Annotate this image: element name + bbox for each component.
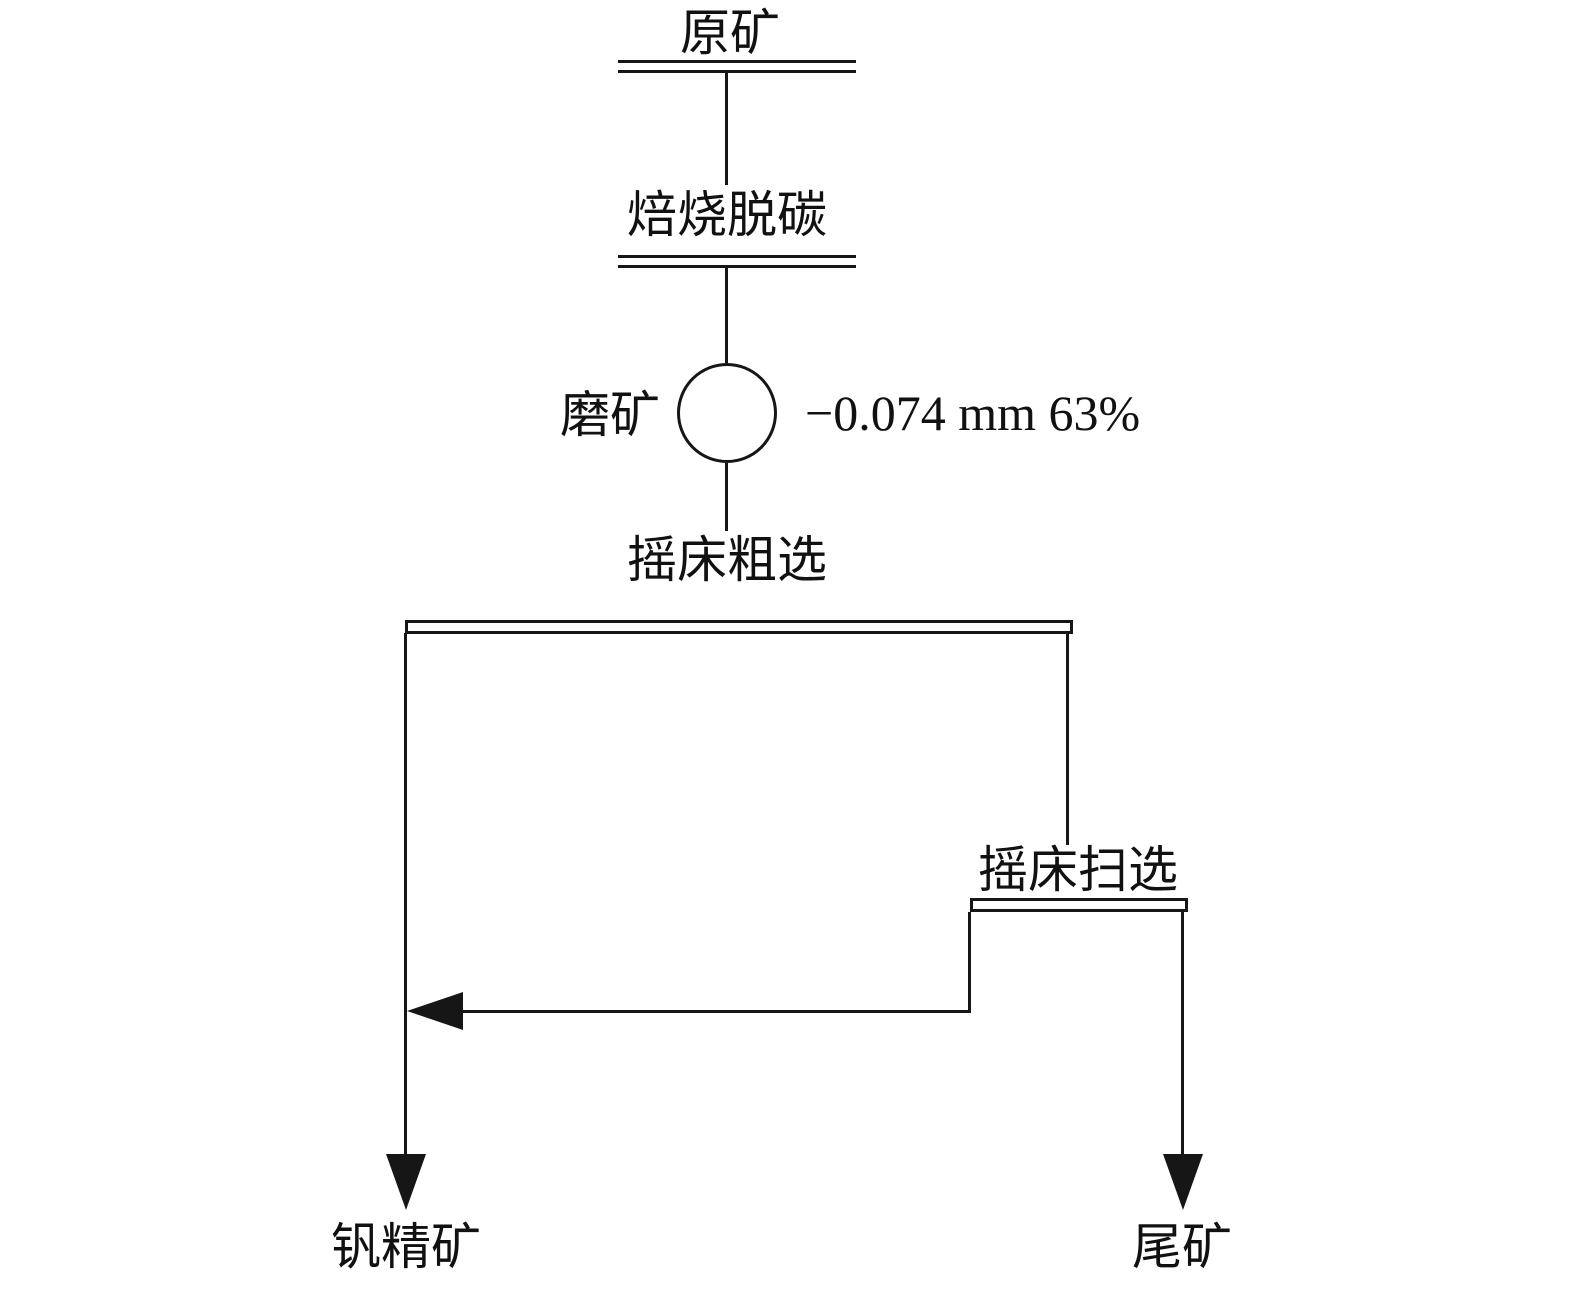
raw-ore-feed-bar	[618, 60, 856, 73]
grind-fineness-label: −0.074 mm 63%	[805, 385, 1141, 441]
concentrate-flow-line	[404, 633, 407, 1156]
middlings-return-line	[458, 1010, 971, 1013]
scavenging-label: 摇床扫选	[978, 842, 1178, 898]
roasting-label: 焙烧脱碳	[627, 187, 827, 243]
raw-ore-label: 原矿	[680, 5, 780, 61]
roughing-table-bar	[405, 620, 1073, 634]
connector-rawore-roasting	[725, 73, 728, 185]
middlings-drop-line	[968, 912, 971, 1012]
scavenging-table-bar	[970, 898, 1188, 912]
tailings-label: 尾矿	[1132, 1219, 1232, 1275]
connector-grinding-roughing	[725, 463, 728, 531]
concentrate-label: 钒精矿	[331, 1219, 481, 1275]
arrowhead-left-middlings-icon	[407, 992, 463, 1030]
roughing-label: 摇床粗选	[627, 532, 827, 588]
connector-roasting-grinding	[725, 268, 728, 363]
roasting-bar	[618, 255, 856, 268]
arrowhead-down-concentrate-icon	[386, 1154, 426, 1210]
tailings-flow-line	[1181, 912, 1184, 1157]
grinding-label: 磨矿	[560, 387, 660, 443]
grinding-mill-icon	[677, 363, 777, 463]
arrowhead-down-tailings-icon	[1163, 1154, 1203, 1210]
connector-roughing-scavenging	[1066, 633, 1069, 845]
